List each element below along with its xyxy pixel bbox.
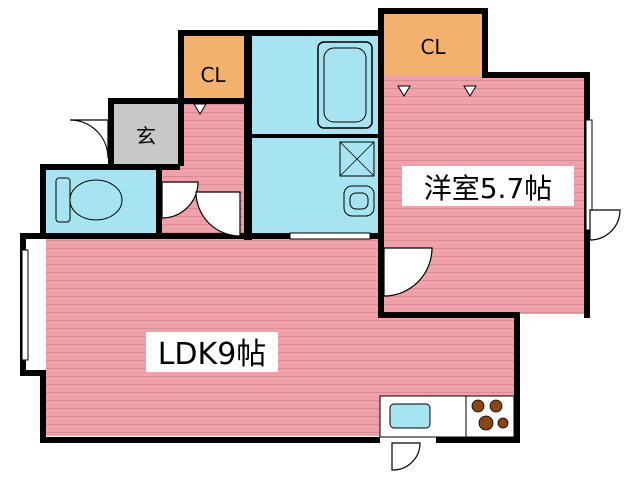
kitchen-sink-icon (389, 403, 431, 429)
closet-right-floor (384, 12, 484, 76)
washbasin-icon (339, 141, 375, 217)
closet-doors (193, 85, 477, 115)
ldk-label-bg (146, 332, 278, 372)
closet-left-label: CL (200, 63, 226, 87)
entrance-label: 玄 (136, 124, 156, 148)
closet-right-label: CL (420, 35, 446, 59)
bedroom-label: 洋室5.7帖 (424, 172, 553, 205)
stove-burners-icon (471, 399, 509, 431)
closet-left-floor (182, 36, 244, 98)
bedroom-label-bg (402, 166, 574, 206)
bathtub-icon (317, 41, 373, 129)
windows (21, 119, 593, 361)
ldk-label: LDK9帖 (158, 337, 267, 372)
toilet-icon (55, 177, 123, 223)
doors (69, 119, 621, 471)
entrance-floor (112, 104, 180, 164)
